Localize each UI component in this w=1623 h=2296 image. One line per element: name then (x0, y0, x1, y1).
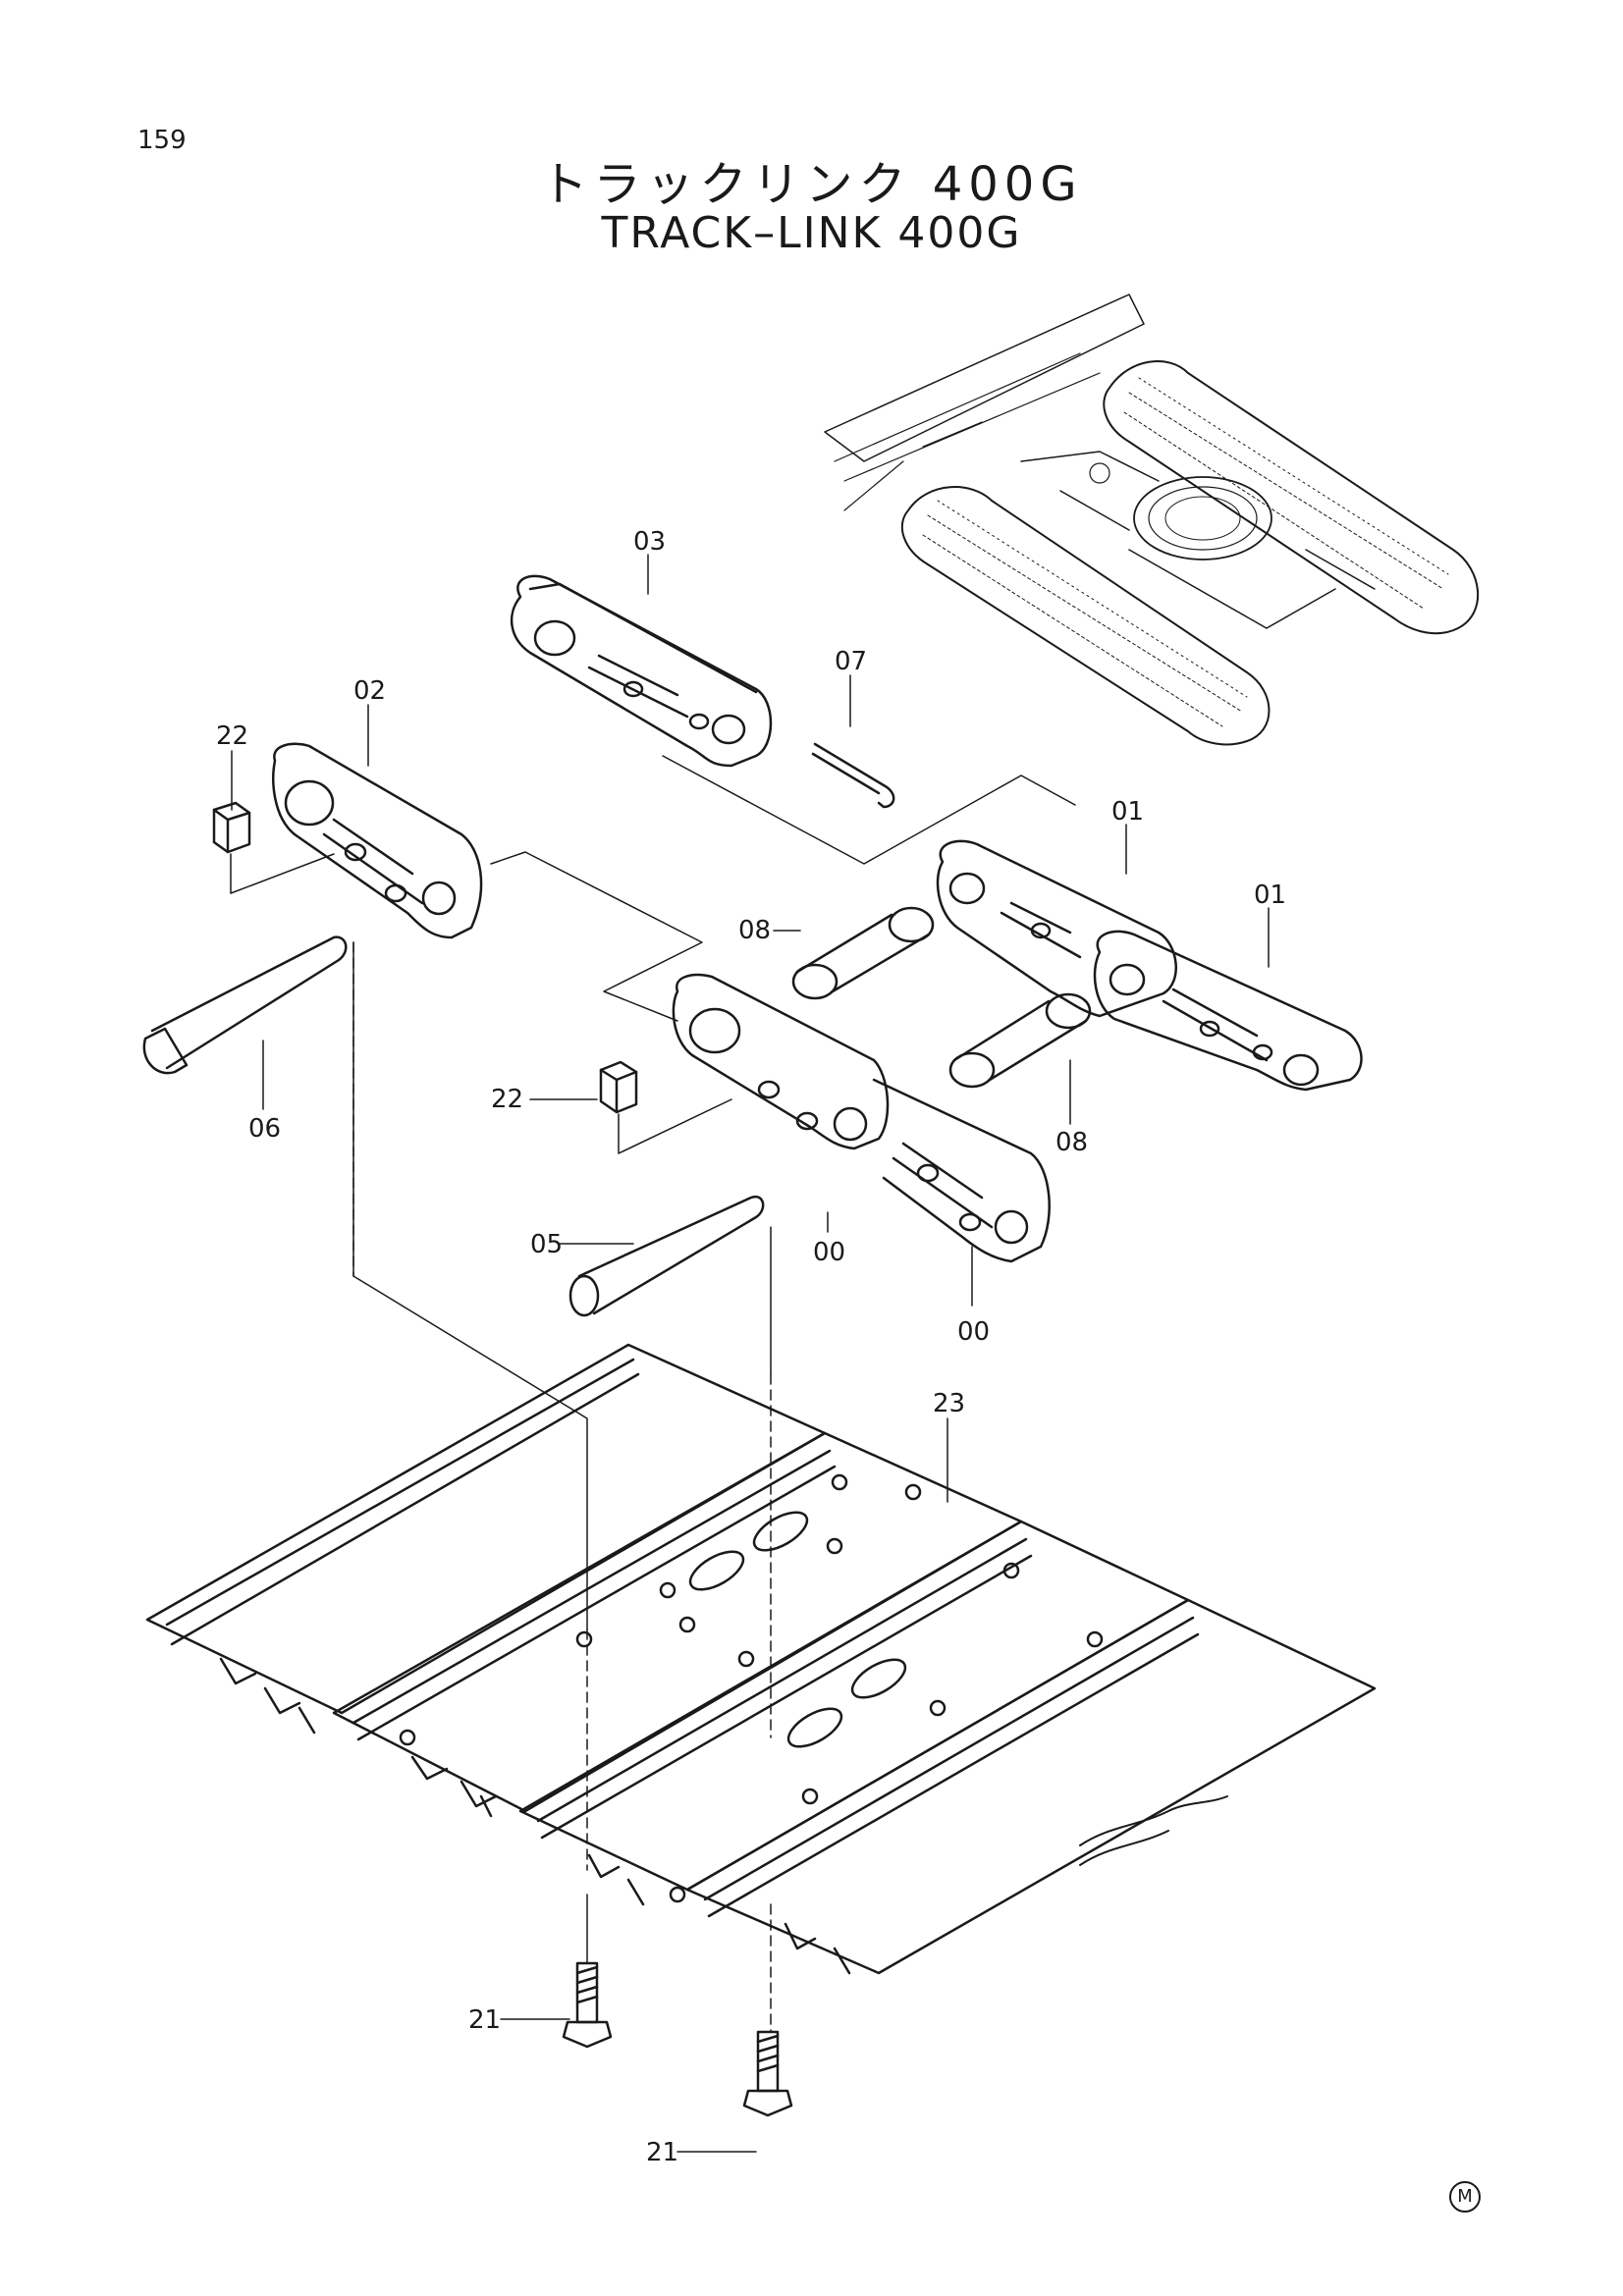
front-track-thumbnail (900, 486, 1271, 746)
callout-08-upper: 08 (738, 916, 771, 945)
callout-05: 05 (530, 1230, 563, 1259)
page-title-english: TRACK–LINK 400G (601, 208, 1022, 258)
callout-22-upper: 22 (216, 721, 248, 751)
callout-22-lower: 22 (491, 1085, 523, 1114)
part-00-link-rear (872, 1078, 1051, 1263)
part-21-bolt-left (562, 1961, 613, 2049)
callout-03: 03 (633, 527, 666, 557)
part-01-link-left (936, 839, 1177, 1018)
page-title-japanese: トラックリンク 400G (540, 157, 1083, 212)
part-08-bushing-upper (791, 906, 935, 1000)
machine-undercarriage-thumbnail (824, 294, 1480, 746)
callout-00-left: 00 (813, 1238, 845, 1267)
manufacturer-mark: M (1449, 2181, 1481, 2213)
part-08-bushing-lower (948, 992, 1092, 1089)
assembly-guide-lines (230, 755, 1076, 2033)
callout-08-lower: 08 (1055, 1128, 1088, 1157)
part-23-track-shoes (145, 1343, 1377, 1975)
callout-labels: 03 07 02 22 01 01 08 08 06 22 05 00 00 2… (216, 527, 1286, 2167)
part-05-pin (568, 1195, 765, 1317)
part-00-link-front (672, 973, 890, 1150)
callout-01-right: 01 (1254, 881, 1286, 910)
callout-21-left: 21 (468, 2005, 501, 2035)
callout-21-right: 21 (646, 2138, 678, 2167)
part-02-link (272, 742, 483, 939)
part-07-master-pin (811, 742, 895, 809)
rear-track-thumbnail (1103, 360, 1480, 635)
callout-23: 23 (933, 1389, 965, 1418)
part-22-nut-lower (599, 1060, 638, 1114)
part-06-pin (142, 935, 348, 1075)
callout-07: 07 (835, 647, 867, 676)
page-number: 159 (137, 126, 187, 155)
callout-01-left: 01 (1111, 797, 1144, 827)
callout-00-right: 00 (957, 1317, 990, 1347)
callout-06: 06 (248, 1114, 281, 1144)
callout-02: 02 (353, 676, 386, 706)
part-21-bolt-right (742, 2030, 793, 2117)
callout-leaders (231, 554, 1270, 2153)
part-22-nut-upper (212, 801, 251, 854)
part-01-link-right (1093, 930, 1363, 1092)
part-03-master-link (510, 574, 773, 768)
